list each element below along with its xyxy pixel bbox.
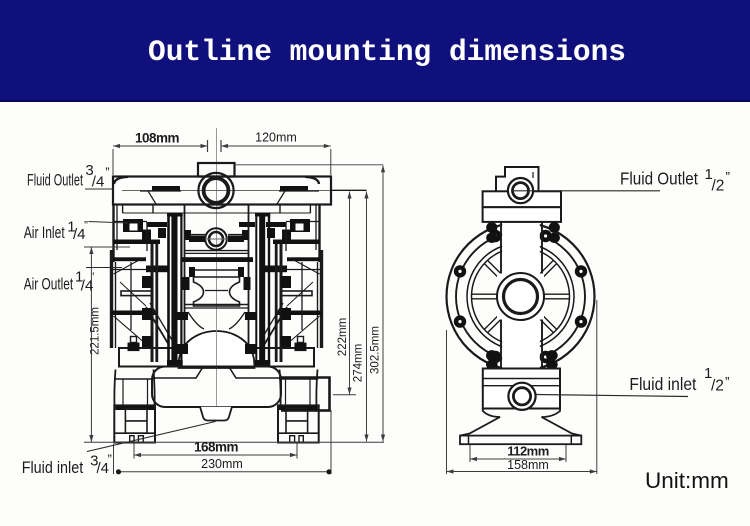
svg-text:/2: /2: [712, 178, 725, 195]
svg-text:/2: /2: [711, 378, 724, 395]
svg-text:168mm: 168mm: [194, 440, 239, 455]
svg-text:Air Outlet: Air Outlet: [24, 275, 74, 293]
svg-text:1: 1: [705, 166, 713, 183]
svg-text:120mm: 120mm: [255, 131, 297, 145]
svg-text:/4: /4: [81, 277, 94, 294]
svg-text:274mm: 274mm: [353, 344, 365, 382]
svg-text:108mm: 108mm: [135, 131, 180, 146]
svg-text:Air Inlet: Air Inlet: [24, 224, 65, 242]
svg-text:”: ”: [108, 452, 112, 467]
svg-text:302.5mm: 302.5mm: [369, 326, 381, 374]
svg-text:”: ”: [84, 219, 88, 233]
svg-text:3: 3: [90, 452, 98, 469]
svg-text:1: 1: [67, 218, 75, 235]
svg-text:112mm: 112mm: [507, 444, 549, 459]
svg-text:221.5mm: 221.5mm: [90, 307, 102, 355]
svg-text:/4: /4: [97, 460, 110, 477]
svg-text:”: ”: [725, 375, 730, 390]
svg-text:”: ”: [726, 170, 731, 185]
svg-text:1: 1: [704, 365, 712, 382]
svg-text:230mm: 230mm: [201, 457, 243, 471]
svg-text:158mm: 158mm: [507, 458, 549, 472]
svg-text:/4: /4: [92, 174, 105, 191]
svg-text:”: ”: [105, 165, 109, 180]
svg-text:3: 3: [85, 162, 93, 179]
svg-text:Fluid Outlet: Fluid Outlet: [620, 169, 698, 189]
svg-text:Fluid inlet: Fluid inlet: [22, 459, 84, 477]
svg-text:/4: /4: [73, 226, 86, 243]
svg-text:1: 1: [75, 269, 83, 286]
svg-text:Fluid inlet: Fluid inlet: [629, 374, 696, 394]
svg-text:Fluid Outlet: Fluid Outlet: [27, 172, 83, 190]
svg-text:222mm: 222mm: [337, 318, 349, 356]
svg-text:’: ’: [92, 270, 95, 284]
